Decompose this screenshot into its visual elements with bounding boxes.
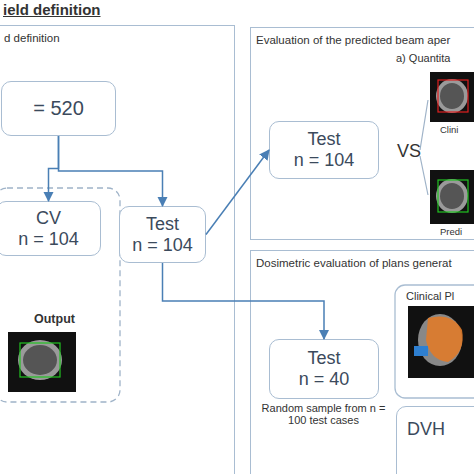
annotation-label: a) Quantita: [396, 52, 450, 64]
process-box: DVH: [396, 406, 474, 474]
box-text: n = 40: [299, 369, 350, 390]
dashed-group: [0, 188, 120, 402]
annotation-label: Random sample from n = 100 test cases: [256, 402, 391, 426]
annotation-label: Predi: [440, 226, 462, 237]
plan-image: [408, 306, 474, 378]
box-text: n = 104: [18, 229, 79, 250]
figure-title: ield definition: [3, 1, 101, 18]
plan-frame: [395, 285, 474, 398]
annotation-label: Clini: [440, 124, 458, 135]
process-box: Testn = 104: [269, 121, 379, 179]
process-box: CVn = 104: [0, 201, 101, 256]
clinical-image: [430, 72, 474, 122]
process-box: Testn = 40: [269, 339, 379, 399]
vs-bracket: [420, 100, 428, 195]
box-text: Test: [146, 214, 179, 235]
flow-arrow: [163, 263, 325, 339]
annotation-label: VS: [397, 141, 421, 162]
box-text: = 520: [33, 97, 84, 120]
predicted-image: [430, 170, 474, 224]
process-box: = 520: [1, 81, 116, 136]
process-box: Testn = 104: [119, 206, 206, 263]
box-text: Test: [307, 348, 340, 369]
box-text: CV: [36, 208, 61, 229]
box-text: DVH: [407, 419, 445, 440]
flow-arrow: [59, 136, 163, 206]
annotation-label: Clinical Pl: [406, 290, 454, 302]
panel-box: Dosimetric evaluation of plans generatTe…: [250, 250, 474, 474]
output-image: [8, 332, 76, 392]
box-text: n = 104: [132, 235, 193, 256]
panel-box: d definition= 520CVn = 104Testn = 104: [0, 25, 235, 474]
panel-heading: Evaluation of the predicted beam aper: [256, 34, 450, 46]
flow-arrow: [206, 150, 269, 235]
annotation-label: Output: [34, 312, 75, 326]
panel-heading: Dosimetric evaluation of plans generat: [256, 257, 452, 269]
panel-heading: d definition: [4, 32, 60, 44]
flow-arrow: [49, 136, 59, 201]
box-text: Test: [307, 129, 340, 150]
box-text: n = 104: [294, 150, 355, 171]
